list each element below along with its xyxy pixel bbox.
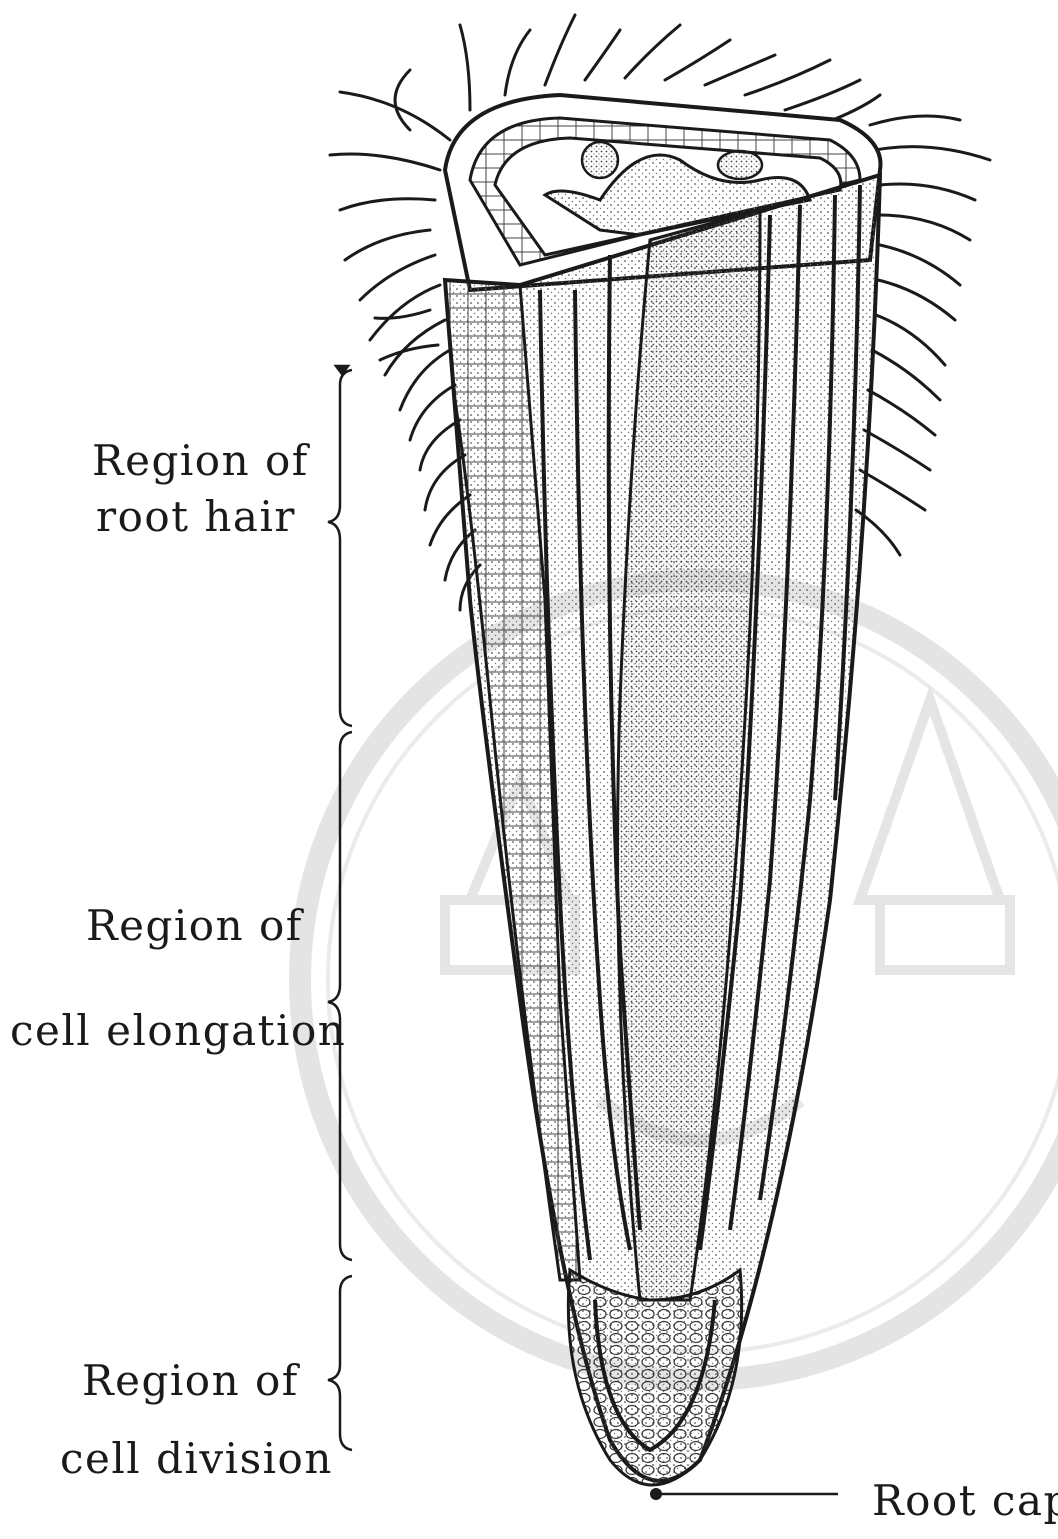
brace-cell-division <box>328 1276 352 1450</box>
label-cell-division-line2: cell division <box>60 1438 333 1480</box>
label-cell-elongation-line1: Region of <box>86 905 303 947</box>
label-root-cap: Root cap <box>872 1480 1058 1522</box>
label-root-hair-line2: root hair <box>96 496 296 538</box>
brace-root-hair <box>328 366 352 726</box>
label-cell-elongation-line2: cell elongation <box>10 1010 346 1052</box>
label-root-hair-line1: Region of <box>92 440 309 482</box>
label-cell-division-line1: Region of <box>82 1360 299 1402</box>
